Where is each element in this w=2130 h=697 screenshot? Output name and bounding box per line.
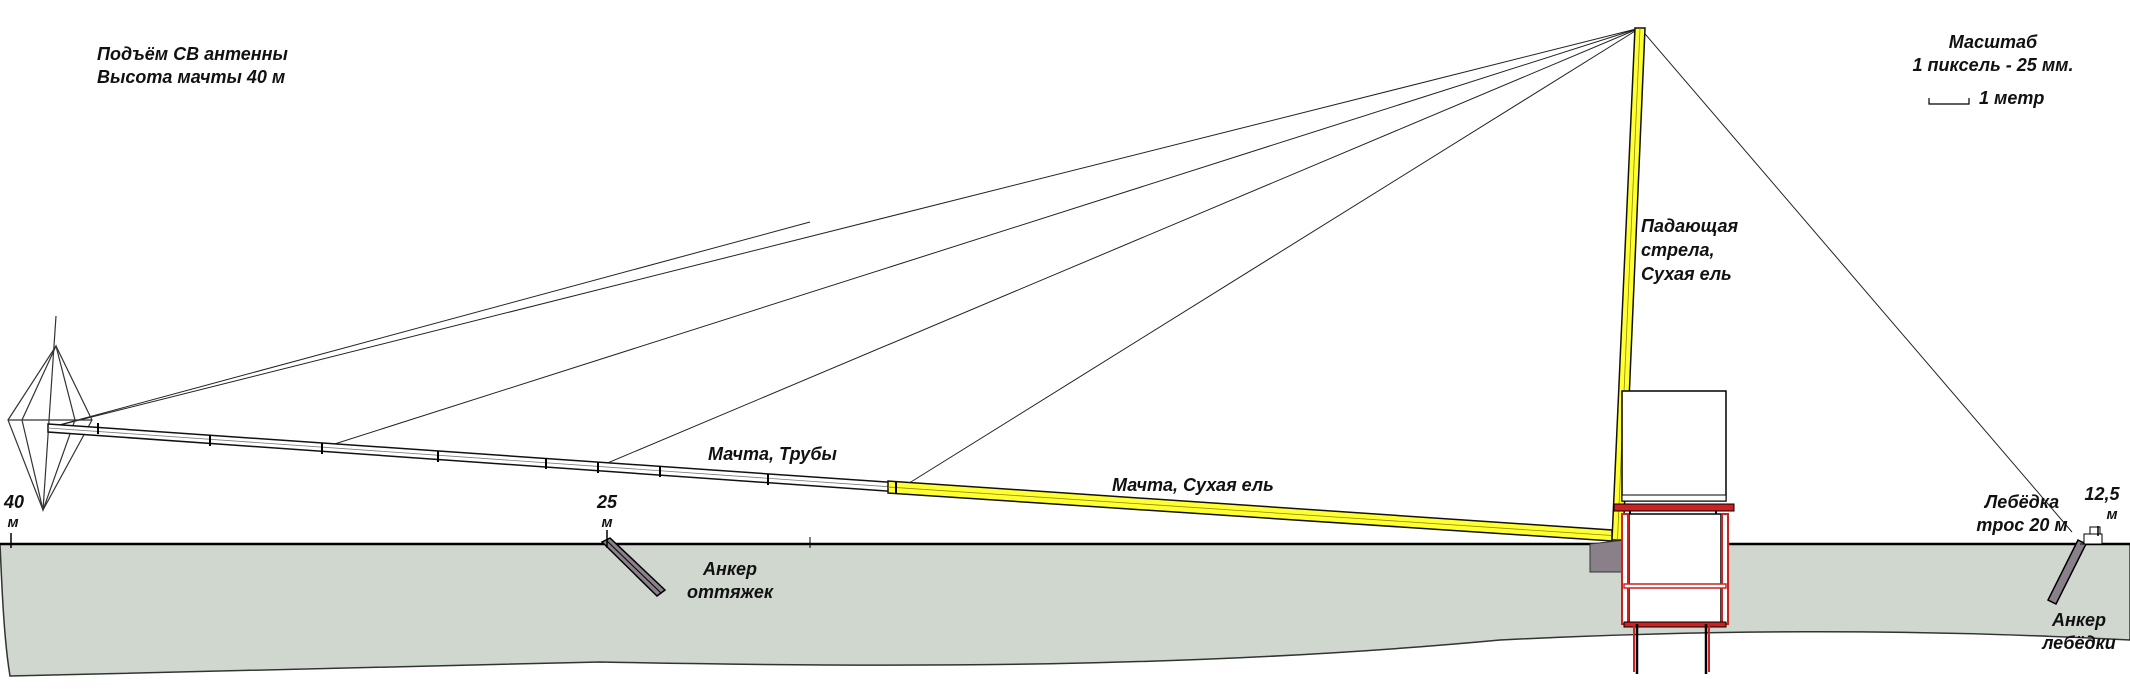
- marker-40-unit: м: [7, 514, 18, 531]
- support-frame: [1613, 503, 1735, 674]
- anchor-winch-label-line2: лебёдки: [2041, 633, 2116, 653]
- ground: [0, 543, 2130, 677]
- anchor-guys-label-line2: оттяжек: [687, 582, 774, 602]
- boom-label-line1: Падающая: [1641, 216, 1739, 236]
- cabin-box: [1621, 390, 1727, 502]
- winch-anchor: [2046, 538, 2088, 606]
- marker-12-5-value: 12,5: [2084, 484, 2120, 504]
- winch: [2080, 526, 2112, 545]
- boom-label-line3: Сухая ель: [1641, 264, 1732, 284]
- marker-40-value: 40: [3, 492, 24, 512]
- mast-pipe-joints: [97, 423, 769, 485]
- marker-25-value: 25: [596, 492, 618, 512]
- mast-pipes-label: Мачта, Трубы: [708, 444, 838, 464]
- mast-fir-label: Мачта, Сухая ель: [1112, 475, 1274, 495]
- boom-base: [1589, 539, 1626, 573]
- marker-25-unit: м: [601, 514, 612, 531]
- title-line2: Высота мачты 40 м: [97, 67, 285, 87]
- title-line1: Подъём СВ антенны: [97, 44, 289, 64]
- scale-bar: [1928, 98, 1970, 105]
- anchor-winch-label-line1: Анкер: [2051, 610, 2106, 630]
- marker-12-5-unit: м: [2106, 506, 2117, 523]
- antenna-rhombus: [7, 315, 93, 513]
- boom-label-line2: стрела,: [1641, 240, 1714, 260]
- anchor-guys-label-line1: Анкер: [702, 559, 757, 579]
- guy-lines: [47, 27, 2073, 533]
- scale-bar-label: 1 метр: [1979, 88, 2044, 108]
- scale-title: Масштаб: [1949, 32, 2038, 52]
- winch-label-line2: трос 20 м: [1976, 515, 2067, 535]
- scale-ratio: 1 пиксель - 25 мм.: [1913, 55, 2074, 75]
- winch-label-line1: Лебёдка: [1983, 492, 2059, 512]
